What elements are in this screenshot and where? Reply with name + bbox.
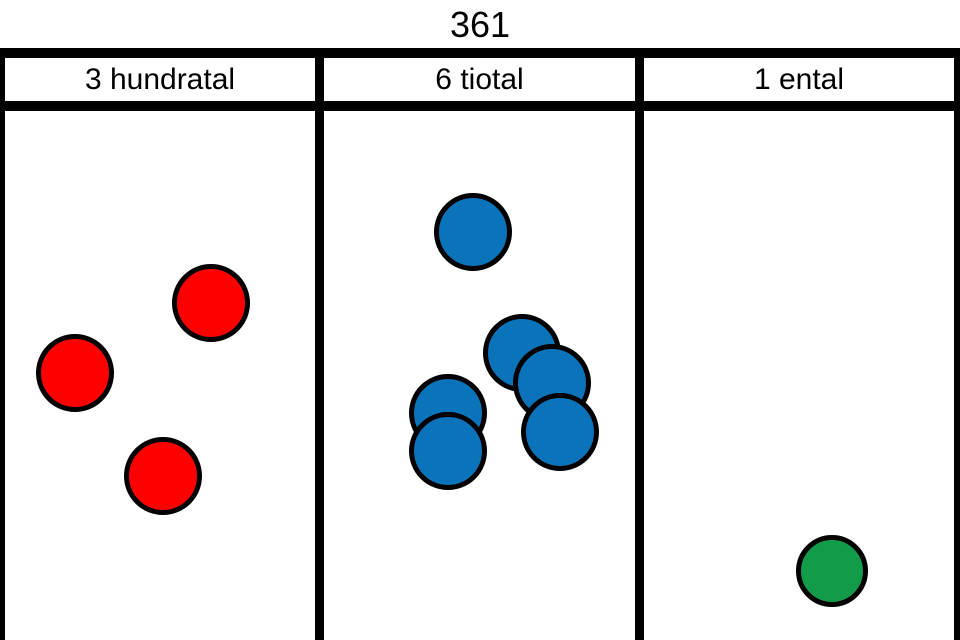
table-left-border — [0, 48, 5, 640]
counter-dot-ental — [796, 535, 868, 607]
header-bottom-border — [0, 101, 960, 111]
counter-dot-hundratal — [172, 264, 250, 342]
number-title: 361 — [449, 4, 511, 45]
counter-dot-tiotal — [521, 393, 599, 471]
counter-dot-hundratal — [36, 334, 114, 412]
counter-dot-tiotal — [409, 412, 487, 490]
column-divider-1 — [315, 48, 324, 640]
column-header-hundratal: 3 hundratal — [84, 63, 236, 96]
column-header-tiotal: 6 tiotal — [435, 63, 524, 96]
column-divider-2 — [635, 48, 644, 640]
table-top-border — [0, 48, 960, 58]
counter-dot-tiotal — [434, 193, 512, 271]
column-header-ental: 1 ental — [753, 63, 845, 96]
table-right-border — [954, 48, 960, 640]
counter-dot-hundratal — [124, 437, 202, 515]
